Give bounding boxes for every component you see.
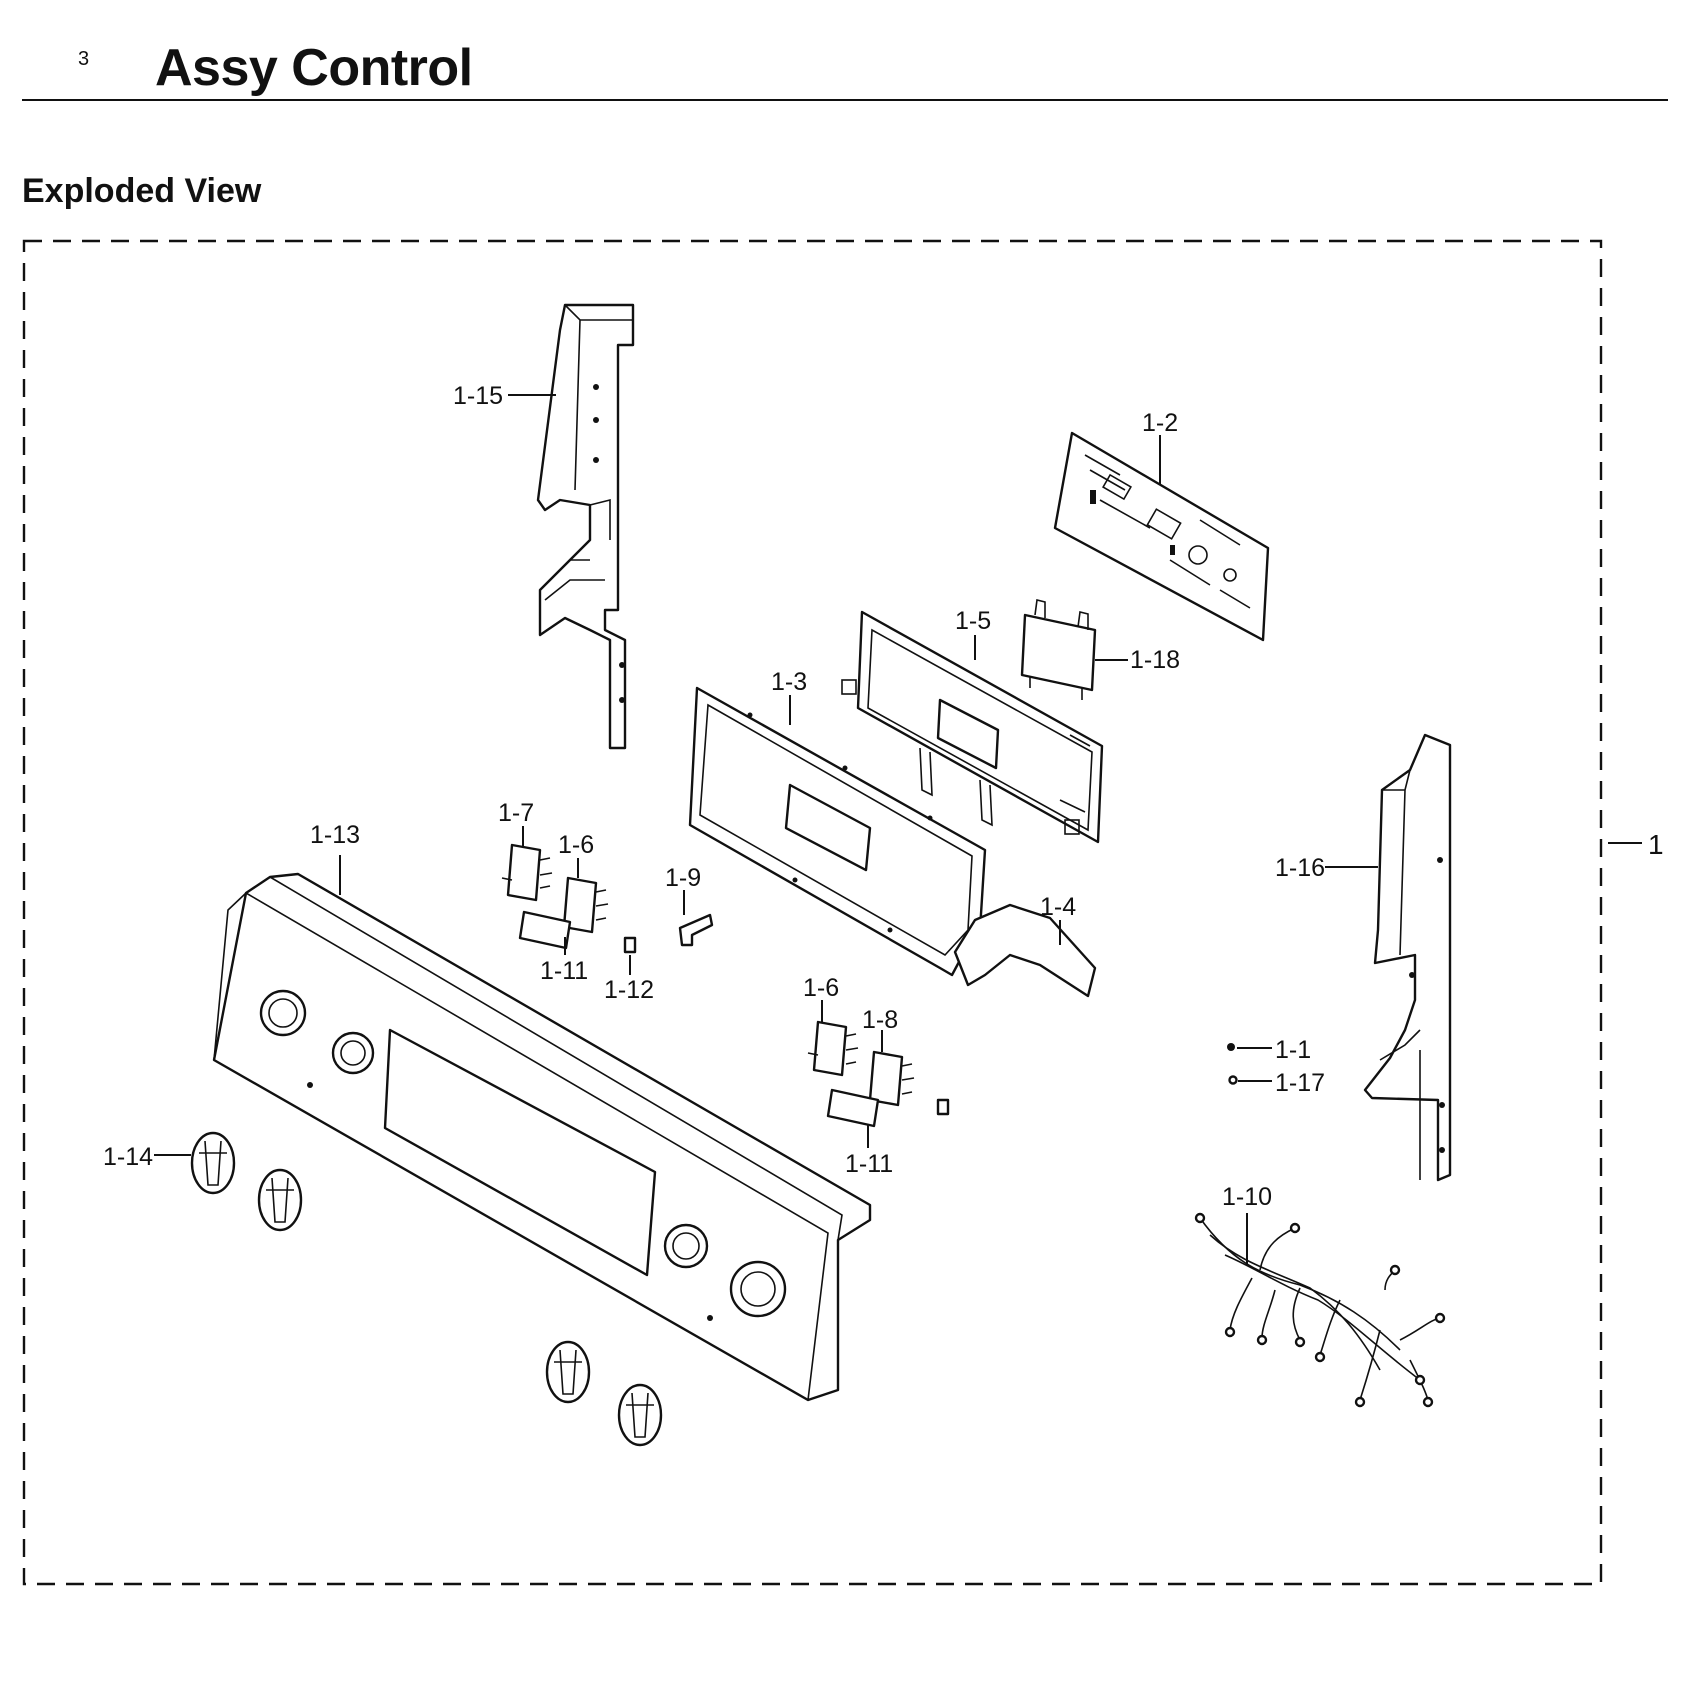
part-1-4-ribbon-cable	[953, 903, 1097, 998]
callout-1-7: 1-7	[498, 799, 534, 827]
part-1-3-display-frame	[688, 686, 987, 977]
callout-labels: 1-15 1-2 1-5 1-18 1-3 1-4 1-16 1 1-13 1-…	[103, 382, 1664, 1211]
part-1-12-screw	[623, 936, 637, 954]
part-1-18-module	[1020, 599, 1097, 700]
callout-1-3: 1-3	[771, 668, 807, 696]
part-1-1-1-17-screws	[1227, 1043, 1238, 1085]
part-1-16-right-bracket	[1363, 733, 1452, 1182]
callout-1-16: 1-16	[1275, 854, 1325, 882]
callout-1-4: 1-4	[1040, 893, 1076, 921]
section-subtitle: Exploded View	[22, 172, 262, 210]
callout-1-11-lower: 1-11	[845, 1150, 893, 1178]
part-1-10-wire-harness	[1194, 1212, 1446, 1408]
callout-assembly-1: 1	[1648, 829, 1664, 860]
callout-1-14: 1-14	[103, 1143, 153, 1171]
callout-1-9: 1-9	[665, 864, 701, 892]
part-1-14-knobs	[190, 1131, 663, 1447]
callout-1-12: 1-12	[604, 976, 654, 1004]
callout-1-13: 1-13	[310, 821, 360, 849]
part-1-15-left-bracket	[536, 303, 635, 750]
callout-1-11-upper: 1-11	[540, 957, 588, 985]
part-switch-group-upper	[501, 843, 609, 950]
part-switch-group-lower	[807, 1020, 950, 1128]
part-1-2-control-pcb	[1053, 431, 1270, 642]
callout-1-10: 1-10	[1222, 1183, 1272, 1211]
part-1-5-display-bracket	[841, 610, 1104, 844]
callout-1-18: 1-18	[1130, 646, 1180, 674]
part-1-9-clip	[678, 913, 714, 947]
part-1-13-control-panel	[212, 872, 872, 1402]
callout-1-5: 1-5	[955, 607, 991, 635]
callout-1-6-lower: 1-6	[803, 974, 839, 1002]
callout-1-6-upper: 1-6	[558, 831, 594, 859]
callout-1-15: 1-15	[453, 382, 503, 410]
page-number: 3	[78, 48, 90, 70]
leader-lines	[154, 394, 1642, 1265]
callout-1-1: 1-1	[1275, 1036, 1311, 1064]
assembly-boundary	[22, 239, 1603, 1586]
callout-1-2: 1-2	[1142, 409, 1178, 437]
callout-1-17: 1-17	[1275, 1069, 1325, 1097]
callout-1-8: 1-8	[862, 1006, 898, 1034]
page-title: Assy Control	[155, 39, 473, 97]
title-rule	[22, 99, 1668, 101]
